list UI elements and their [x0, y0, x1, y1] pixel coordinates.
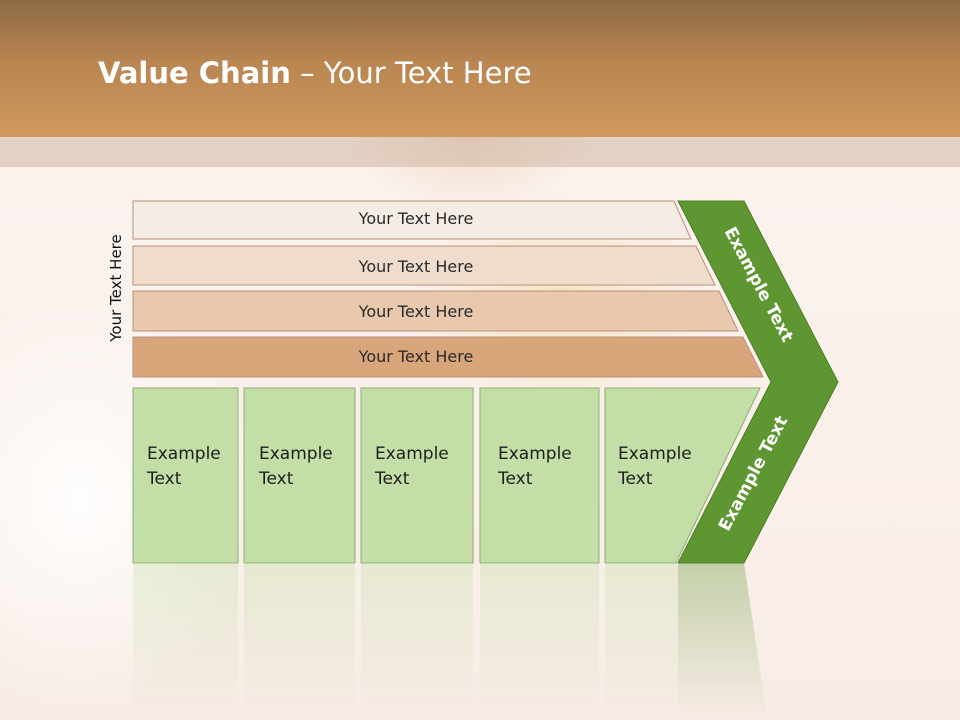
reflection-chevron [678, 563, 768, 720]
support-bar: Your Text Here [132, 290, 739, 332]
support-bar: Your Text Here [132, 200, 692, 240]
primary-box-4 [479, 387, 600, 564]
header-band [0, 0, 960, 137]
support-bar-shape-1 [132, 200, 692, 240]
primary-box-text-2: Example Text [258, 444, 338, 489]
support-bar: Your Text Here [132, 336, 764, 378]
reflection [133, 563, 768, 720]
support-bar-label-1: Your Text Here [358, 209, 474, 228]
support-bars: Your Text Here Your Text Here Your Text … [132, 200, 764, 378]
primary-box-text-4: Example Text [497, 444, 577, 489]
reflection-box-1 [133, 563, 238, 720]
header-strip [0, 137, 960, 167]
primary-box-text-5: Example Text [617, 444, 697, 489]
reflection-box-3 [361, 563, 473, 720]
support-bar-shape-3 [132, 290, 739, 332]
primary-box-text-3: Example Text [374, 444, 454, 489]
reflection-box-2 [244, 563, 355, 720]
support-bar-label-4: Your Text Here [358, 347, 474, 366]
reflection-box-4 [480, 563, 599, 720]
title-rest: – Your Text Here [290, 56, 532, 90]
slide-title: Value Chain – Your Text Here [98, 56, 532, 90]
primary-box-3 [360, 387, 474, 564]
support-bar-shape-2 [132, 245, 716, 286]
primary-box-1 [132, 387, 239, 564]
primary-box-text-1: Example Text [146, 444, 226, 489]
support-bar: Your Text Here [132, 245, 716, 286]
primary-box-2 [243, 387, 356, 564]
side-label: Your Text Here [107, 234, 125, 342]
primary-activities: Example Text Example Text Example Text E… [132, 387, 761, 564]
support-bar-shape-4 [132, 336, 764, 378]
support-bar-label-2: Your Text Here [358, 257, 474, 276]
title-bold: Value Chain [98, 56, 291, 90]
support-bar-label-3: Your Text Here [358, 302, 474, 321]
